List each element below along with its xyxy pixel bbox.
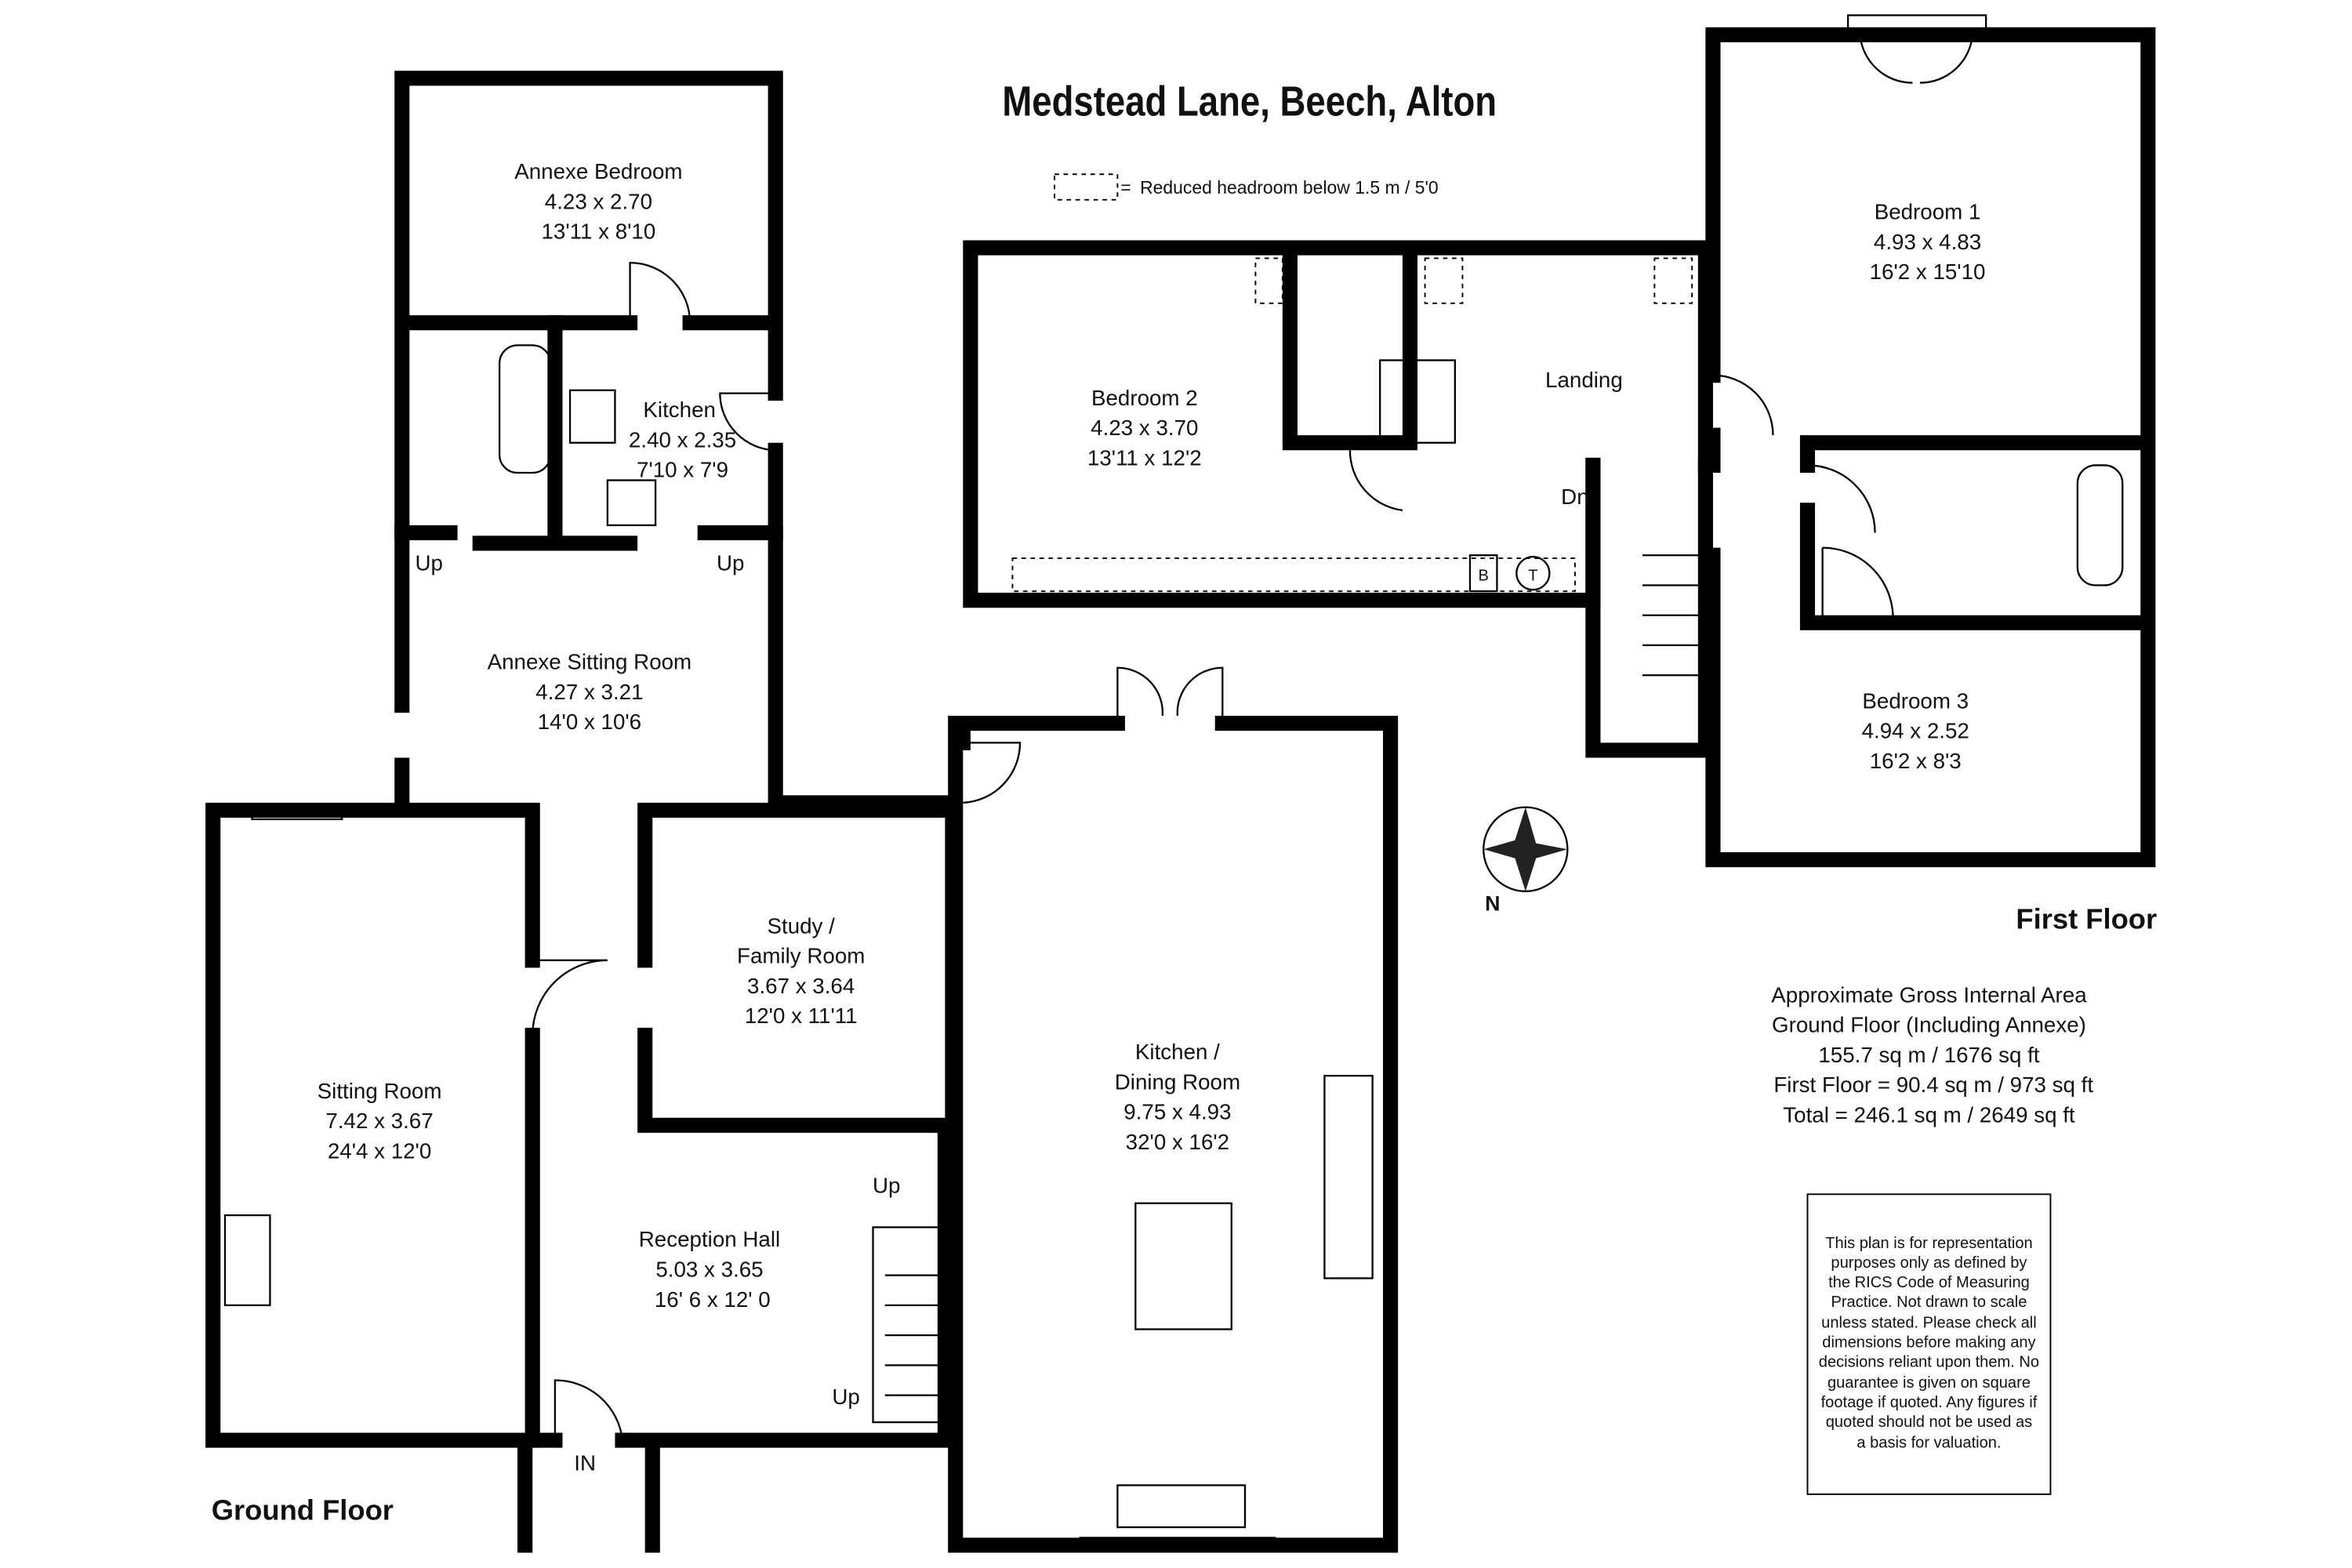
room-metric: 7.42 x 3.67 bbox=[325, 1109, 433, 1133]
room-imperial: 16'2 x 15'10 bbox=[1870, 260, 1986, 284]
disclaimer-line: This plan is for representation bbox=[1825, 1235, 2033, 1252]
disclaimer-line: guarantee is given on square bbox=[1828, 1374, 2031, 1392]
room-name: Kitchen / bbox=[1135, 1040, 1220, 1064]
stairs-up-label: Up bbox=[873, 1173, 900, 1197]
room-imperial: 16' 6 x 12' 0 bbox=[655, 1287, 771, 1312]
room-name: Annexe Sitting Room bbox=[488, 650, 692, 674]
room-metric: 4.27 x 3.21 bbox=[535, 680, 643, 704]
area-line: Total = 246.1 sq m / 2649 sq ft bbox=[1783, 1102, 2075, 1127]
room-reception-hall: Reception Hall 5.03 x 3.65 16' 6 x 12' 0 bbox=[639, 1227, 780, 1312]
ground-floor-fixtures bbox=[223, 261, 1374, 1548]
room-name: Bedroom 2 bbox=[1091, 386, 1198, 410]
room-name: Sitting Room bbox=[318, 1079, 442, 1103]
legend-text: Reduced headroom below 1.5 m / 5'0 bbox=[1140, 177, 1439, 198]
room-metric: 4.93 x 4.83 bbox=[1874, 230, 1981, 254]
area-line: First Floor = 90.4 sq m / 973 sq ft bbox=[1773, 1073, 2093, 1097]
tank-label: T bbox=[1528, 568, 1537, 585]
entrance-label: IN bbox=[574, 1450, 596, 1475]
area-line: Ground Floor (Including Annexe) bbox=[1772, 1013, 2086, 1037]
stairs-up-label: Up bbox=[415, 550, 442, 575]
room-name: Reception Hall bbox=[639, 1227, 780, 1251]
room-metric: 4.23 x 2.70 bbox=[545, 189, 652, 213]
room-imperial: 14'0 x 10'6 bbox=[538, 710, 641, 734]
north-label: N bbox=[1485, 892, 1500, 916]
north-compass-icon bbox=[1483, 806, 1569, 892]
disclaimer-line: quoted should not be used as bbox=[1826, 1414, 2032, 1431]
disclaimer-line: footage if quoted. Any figures if bbox=[1821, 1394, 2038, 1411]
room-bedroom-1: Bedroom 1 4.93 x 4.83 16'2 x 15'10 bbox=[1870, 200, 1986, 285]
room-name: Bedroom 3 bbox=[1862, 688, 1969, 713]
room-metric: 4.94 x 2.52 bbox=[1862, 719, 1969, 743]
room-annexe-bedroom: Annexe Bedroom 4.23 x 2.70 13'11 x 8'10 bbox=[514, 159, 682, 244]
room-landing: Landing bbox=[1545, 368, 1623, 392]
room-study: Study / Family Room 3.67 x 3.64 12'0 x 1… bbox=[737, 913, 865, 1028]
disclaimer-line: decisions reliant upon them. No bbox=[1819, 1353, 2039, 1370]
first-floor-walls bbox=[963, 27, 2156, 868]
stairs-up-label: Up bbox=[717, 550, 744, 575]
room-metric: 2.40 x 2.35 bbox=[629, 427, 736, 452]
disclaimer-line: unless stated. Please check all bbox=[1821, 1315, 2037, 1332]
room-imperial: 24'4 x 12'0 bbox=[328, 1138, 431, 1163]
room-name-2: Dining Room bbox=[1115, 1069, 1240, 1094]
room-kitchen-dining: Kitchen / Dining Room 9.75 x 4.93 32'0 x… bbox=[1115, 1040, 1240, 1154]
stairs-up-label: Up bbox=[832, 1385, 859, 1409]
room-metric: 4.23 x 3.70 bbox=[1091, 416, 1198, 440]
room-name: Kitchen bbox=[643, 397, 716, 422]
disclaimer-line: a basis for valuation. bbox=[1857, 1435, 2001, 1452]
disclaimer-line: purposes only as defined by bbox=[1831, 1254, 2027, 1272]
room-name: Bedroom 1 bbox=[1875, 200, 1981, 224]
room-bedroom-3: Bedroom 3 4.94 x 2.52 16'2 x 8'3 bbox=[1862, 688, 1969, 773]
disclaimer-line: dimensions before making any bbox=[1822, 1334, 2035, 1351]
area-line: Approximate Gross Internal Area bbox=[1771, 982, 2087, 1007]
disclaimer-line: Practice. Not drawn to scale bbox=[1831, 1294, 2027, 1311]
room-imperial: 7'10 x 7'9 bbox=[637, 458, 728, 482]
disclaimer-line: the RICS Code of Measuring bbox=[1828, 1274, 2030, 1291]
room-imperial: 13'11 x 12'2 bbox=[1087, 445, 1202, 470]
room-imperial: 13'11 x 8'10 bbox=[542, 220, 656, 244]
reduced-headroom-legend-swatch bbox=[1054, 173, 1119, 201]
room-metric: 5.03 x 3.65 bbox=[655, 1258, 763, 1282]
room-imperial: 12'0 x 11'11 bbox=[745, 1004, 858, 1028]
room-bedroom-2: Bedroom 2 4.23 x 3.70 13'11 x 12'2 bbox=[1087, 386, 1202, 470]
boiler-label: B bbox=[1479, 568, 1489, 585]
stairs-down-label: Dn bbox=[1561, 485, 1588, 509]
room-imperial: 32'0 x 16'2 bbox=[1126, 1130, 1229, 1154]
first-floor-label: First Floor bbox=[2016, 903, 2157, 935]
plan-title: Medstead Lane, Beech, Alton bbox=[1002, 78, 1497, 125]
room-name-2: Family Room bbox=[737, 944, 865, 968]
room-annexe-kitchen: Kitchen 2.40 x 2.35 7'10 x 7'9 bbox=[629, 397, 736, 482]
legend-equals: = bbox=[1120, 177, 1131, 198]
room-metric: 9.75 x 4.93 bbox=[1123, 1100, 1231, 1124]
room-annexe-sitting: Annexe Sitting Room 4.27 x 3.21 14'0 x 1… bbox=[488, 650, 692, 735]
area-line: 155.7 sq m / 1676 sq ft bbox=[1818, 1043, 2039, 1067]
area-summary: Approximate Gross Internal Area Ground F… bbox=[1771, 982, 2093, 1127]
ground-floor-label: Ground Floor bbox=[212, 1494, 394, 1526]
room-metric: 3.67 x 3.64 bbox=[747, 974, 855, 998]
ground-floor-walls bbox=[205, 71, 1399, 1553]
room-sitting: Sitting Room 7.42 x 3.67 24'4 x 12'0 bbox=[318, 1079, 442, 1163]
room-name: Annexe Bedroom bbox=[514, 159, 682, 183]
room-name: Study / bbox=[768, 913, 836, 938]
room-imperial: 16'2 x 8'3 bbox=[1870, 749, 1962, 773]
disclaimer-box: This plan is for representation purposes… bbox=[1806, 1193, 2052, 1495]
first-floor-fixtures bbox=[1011, 14, 2124, 866]
